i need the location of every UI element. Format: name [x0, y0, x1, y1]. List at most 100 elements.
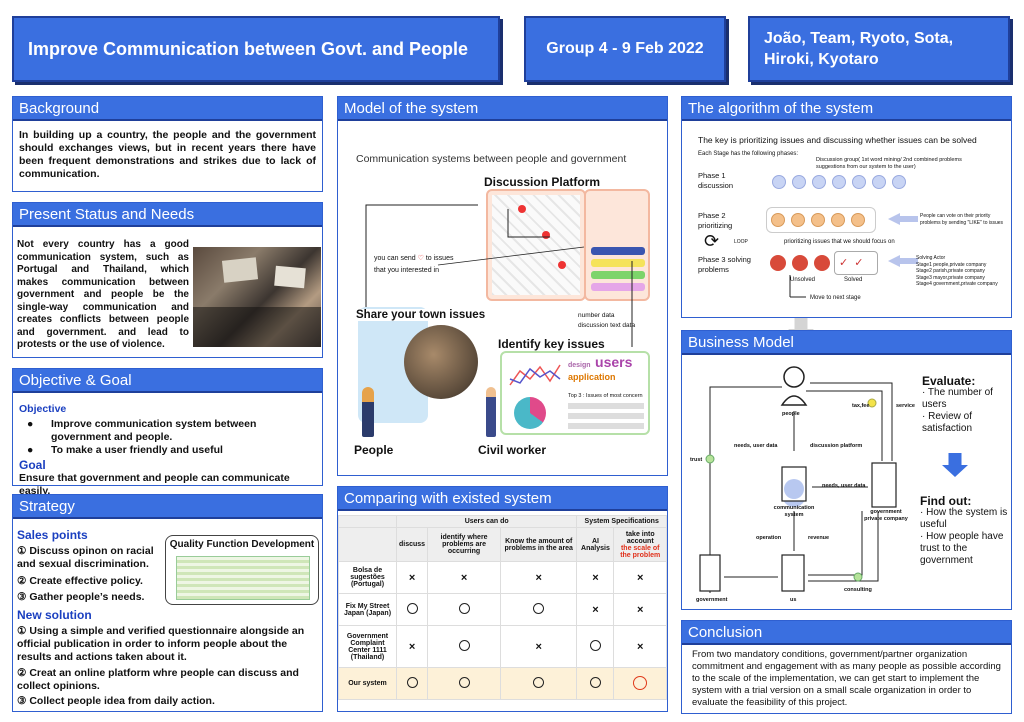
revenue-label: revenue — [808, 535, 830, 541]
findout-block: Find out: · How the system is useful · H… — [920, 494, 1008, 566]
flow-arrow — [789, 275, 806, 298]
group-text: Group 4 - 9 Feb 2022 — [546, 40, 704, 57]
people-node-label: people — [782, 411, 800, 417]
table-cell: × — [576, 593, 615, 626]
table-cell — [500, 667, 578, 700]
stage-text: Each Stage has the following phases: — [698, 151, 799, 157]
identify-label: Identify key issues — [498, 337, 605, 351]
poster-title: Improve Communication between Govt. and … — [12, 16, 500, 82]
sales-item: ① Discuss opinon on racial and sexual di… — [17, 545, 154, 570]
unsolved-label: Unsolved — [790, 277, 816, 283]
circle-mark-icon — [458, 640, 470, 651]
phase3-dots: ✓✓ — [770, 251, 880, 277]
algorithm-title: The algorithm of the system — [682, 97, 1011, 121]
phase1-label: Phase 1 discussion — [698, 171, 734, 190]
qfd-matrix — [176, 556, 310, 600]
top3-text: Top 3 : Issues of most concern — [568, 393, 643, 399]
strategy-panel: Strategy Sales points ① Discuss opinon o… — [12, 494, 323, 712]
business-diagram — [699, 366, 897, 593]
operation-label: operation — [756, 535, 782, 541]
share-label: Share your town issues — [354, 309, 488, 321]
table-cell — [427, 625, 502, 668]
sales-item: ③ Gather people’s needs. — [17, 591, 145, 603]
model-panel: Model of the system Communication system… — [337, 96, 668, 476]
compare-title: Comparing with existed system — [338, 487, 667, 511]
status-text: Not every country has a good communicati… — [17, 239, 189, 350]
circle-mark-icon — [458, 677, 470, 688]
circle-mark-icon — [589, 677, 601, 688]
table-cell — [395, 593, 429, 626]
table-cell: × — [576, 561, 615, 594]
conclusion-text: From two mandatory conditions, governmen… — [692, 649, 1001, 708]
group-header: System Specifications — [576, 515, 667, 528]
circle-mark-icon — [458, 603, 470, 614]
solving-actor: Solving Actor Stage1 people,private comp… — [916, 255, 998, 287]
heart-icon: ♡ — [417, 255, 424, 262]
service-label: service — [896, 403, 915, 409]
table-cell: × — [613, 625, 667, 668]
circle-mark-icon — [406, 603, 418, 614]
group-box: Group 4 - 9 Feb 2022 — [524, 16, 726, 82]
arrow-left-icon — [888, 255, 918, 267]
pie-chart-icon — [514, 397, 546, 429]
send-text: you can send ♡ to issues that you intere… — [374, 255, 454, 274]
title-text: Improve Communication between Govt. and … — [28, 39, 469, 59]
check-icon: ✓✓ — [834, 251, 878, 275]
comparison-table: Users can do System Specifications discu… — [338, 515, 667, 700]
loop-icon: ⟳ — [704, 231, 720, 251]
protest-photo — [193, 247, 321, 347]
loop-label: LOOP — [734, 239, 748, 245]
business-panel: Business Model people tax,fee service ne… — [681, 330, 1012, 610]
column-header: Know the amount of problems in the area — [500, 527, 578, 562]
model-title: Model of the system — [338, 97, 667, 121]
map-card — [486, 189, 586, 301]
background-panel: Background In building up a country, the… — [12, 96, 323, 192]
sales-item: ② Create effective policy. — [17, 575, 143, 587]
status-title: Present Status and Needs — [13, 203, 322, 227]
objective-title: Objective & Goal — [13, 369, 322, 393]
map-pin-icon — [518, 205, 526, 213]
table-cell: × — [500, 625, 578, 668]
table-cell: × — [427, 561, 502, 594]
us-label: us — [790, 597, 797, 603]
table-header-row: discuss identify where problems are occu… — [338, 527, 667, 562]
phase2-box — [766, 207, 876, 233]
authors-box: João, Team, Ryoto, Sota, Hiroki, Kyotaro — [748, 16, 1010, 82]
background-title: Background — [13, 97, 322, 121]
table-cell — [500, 593, 578, 626]
civil-worker-label: Civil worker — [478, 443, 547, 457]
table-row: Fix My Street Japan (Japan)×× — [338, 593, 667, 626]
circle-mark-icon — [633, 675, 648, 690]
prioritizing-text: prioritizing issues that we should focus… — [784, 239, 895, 245]
table-row: Government Complaint Center 1111 (Thaila… — [338, 625, 667, 668]
new-solution-item: ① Using a simple and verified questionna… — [17, 625, 305, 663]
qfd-label: Quality Function Development — [169, 539, 315, 550]
status-panel: Present Status and Needs Not every count… — [12, 202, 323, 358]
evaluate-block: Evaluate: · The number of users · Review… — [922, 374, 993, 434]
phase1-dots — [772, 175, 922, 195]
goal-label: Goal — [19, 458, 46, 472]
phase2-note: People can vote on their priority proble… — [920, 213, 1004, 226]
needs2-label: needs, user data — [822, 483, 866, 489]
phase1-note: Discussion group( 1st word mining/ 2nd c… — [816, 157, 962, 170]
phase2-label: Phase 2 prioritizing — [698, 211, 733, 230]
objective-panel: Objective & Goal Objective ●Improve comm… — [12, 368, 323, 497]
table-cell — [576, 667, 615, 700]
objective-label: Objective — [19, 403, 67, 415]
conclusion-title: Conclusion — [682, 621, 1011, 645]
circle-mark-icon — [533, 603, 545, 614]
line-chart-icon — [509, 364, 561, 386]
word-cloud: design users application — [568, 354, 633, 382]
qfd-box: Quality Function Development — [165, 535, 319, 605]
background-text: In building up a country, the people and… — [19, 129, 316, 180]
platform-label: discussion platform — [810, 443, 863, 449]
strategy-title: Strategy — [13, 495, 322, 519]
table-cell — [427, 593, 502, 626]
tax-label: tax,fee — [852, 403, 870, 409]
table-cell: × — [395, 625, 429, 668]
map-pin-icon — [542, 231, 550, 239]
circle-mark-icon — [533, 677, 545, 688]
table-cell: × — [613, 561, 667, 594]
